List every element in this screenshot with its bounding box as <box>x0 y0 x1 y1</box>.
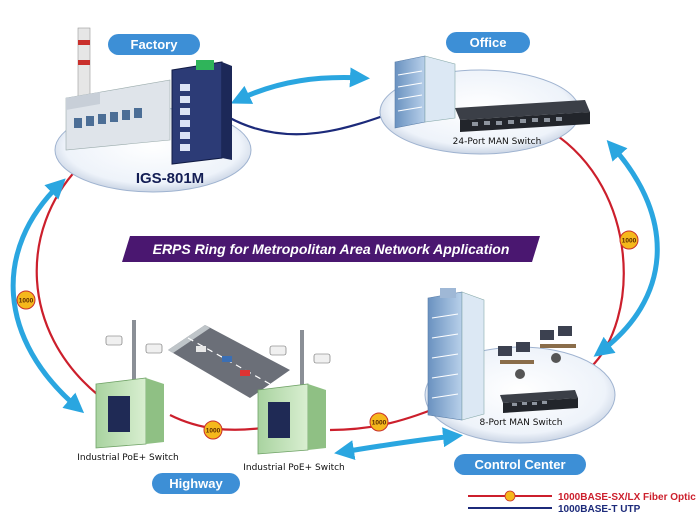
highway-label: Highway <box>169 476 223 491</box>
utp-link-factory-office <box>229 108 401 136</box>
office-pill: Office <box>446 32 530 53</box>
control-center-label: Control Center <box>475 457 566 472</box>
man8-switch-icon <box>500 390 578 413</box>
man24-label: 24-Port MAN Switch <box>453 137 542 147</box>
arrow-factory-highway <box>10 178 85 414</box>
legend: 1000BASE-SX/LX Fiber Optic 1000BASE-T UT… <box>468 490 696 515</box>
diagram-title: ERPS Ring for Metropolitan Area Network … <box>153 241 510 257</box>
operator-desks-icon <box>498 326 576 379</box>
link-badge-left: 1000 <box>16 290 36 310</box>
factory-pill: Factory <box>108 34 200 55</box>
factory-building-icon <box>65 27 171 151</box>
link-badge-left-text: 1000 <box>19 298 34 305</box>
highway-road-icon <box>168 325 290 398</box>
man24-switch-icon <box>455 100 590 132</box>
arrow-office-control <box>593 140 660 357</box>
link-badge-highway-a: 1000 <box>203 420 223 440</box>
left-cabinet-icon <box>95 377 164 449</box>
highway-pill: Highway <box>152 473 240 494</box>
igs-801m-switch-icon <box>171 60 232 165</box>
man8-label: 8-Port MAN Switch <box>480 418 563 428</box>
legend-fiber-label: 1000BASE-SX/LX Fiber Optic <box>558 492 696 503</box>
poe-right-label: Industrial PoE+ Switch <box>243 463 345 473</box>
igs-801m-label: IGS-801M <box>136 170 204 187</box>
link-badge-highway-b: 1000 <box>369 412 389 432</box>
legend-utp-label: 1000BASE-T UTP <box>558 504 641 515</box>
link-badge-right: 1000 <box>619 230 639 250</box>
office-building-icon <box>394 55 456 129</box>
factory-label: Factory <box>131 37 179 52</box>
right-cabinet-icon <box>257 383 326 455</box>
poles-cameras-icon <box>105 320 331 390</box>
control-center-pill: Control Center <box>454 454 586 475</box>
link-badge-highway-b-text: 1000 <box>372 420 387 427</box>
link-badge-highway-a-text: 1000 <box>206 428 221 435</box>
arrow-factory-office <box>230 67 370 104</box>
office-label: Office <box>470 35 507 50</box>
arrow-highway-control <box>334 427 463 461</box>
poe-left-label: Industrial PoE+ Switch <box>77 453 179 463</box>
link-badge-right-text: 1000 <box>622 238 637 245</box>
title-banner: ERPS Ring for Metropolitan Area Network … <box>122 236 540 262</box>
legend-fiber-badge <box>504 490 516 502</box>
control-tower-icon <box>427 288 485 421</box>
